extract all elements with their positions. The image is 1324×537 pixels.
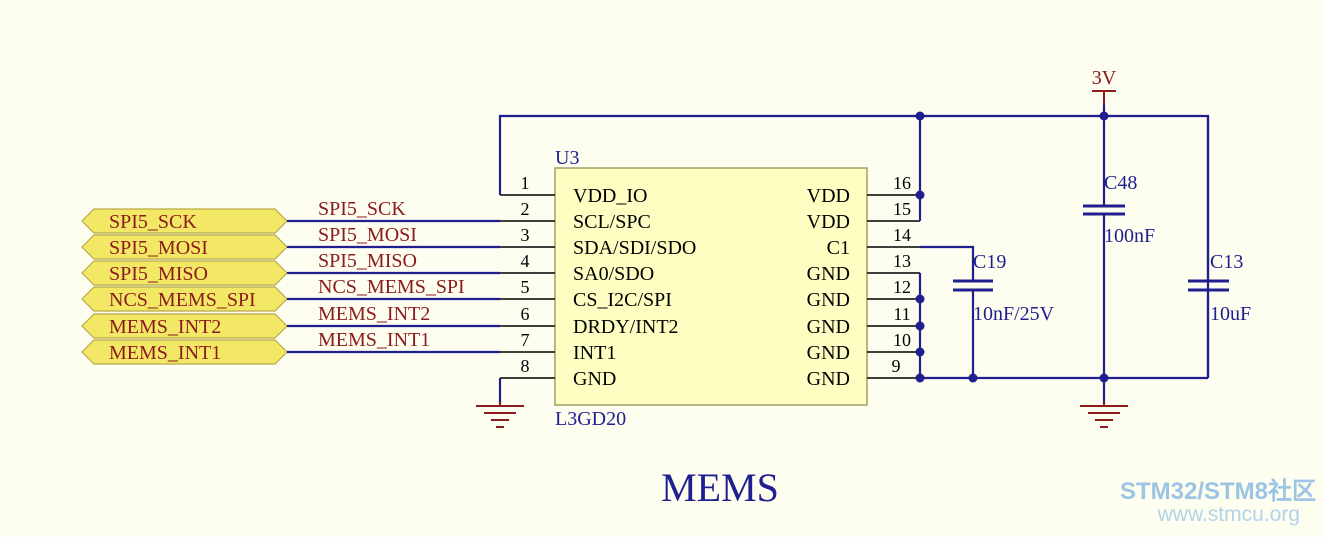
pin-number: 1 bbox=[521, 173, 530, 193]
left-pin-7: 7 INT1 bbox=[500, 330, 616, 364]
pin-name: VDD bbox=[807, 211, 850, 233]
pin-name: SCL/SPC bbox=[573, 211, 651, 233]
pin-number: 4 bbox=[521, 251, 530, 271]
pin-number: 10 bbox=[893, 330, 911, 350]
pin-name: GND bbox=[807, 342, 850, 364]
right-pin-16: 16 VDD bbox=[807, 173, 920, 207]
chip-part: L3GD20 bbox=[555, 408, 626, 430]
pin-number: 12 bbox=[893, 277, 911, 297]
pin-number: 15 bbox=[893, 199, 911, 219]
pin-name: DRDY/INT2 bbox=[573, 316, 679, 338]
pin-name: VDD_IO bbox=[573, 185, 647, 207]
right-pin-9: 9 GND bbox=[807, 356, 920, 390]
pin-number: 3 bbox=[521, 225, 530, 245]
pin-number: 8 bbox=[521, 356, 530, 376]
right-pin-15: 15 VDD bbox=[807, 199, 920, 233]
pin-number: 11 bbox=[893, 304, 910, 324]
ground-symbol bbox=[1080, 402, 1128, 428]
left-pin-3: 3 SDA/SDI/SDO bbox=[500, 225, 696, 259]
junctions bbox=[915, 111, 1109, 383]
pin-number: 9 bbox=[892, 356, 901, 376]
pin-name: SA0/SDO bbox=[573, 263, 654, 285]
port-label: MEMS_INT1 bbox=[109, 342, 221, 364]
right-pin-14: 14 C1 bbox=[827, 225, 920, 259]
pin-name: VDD bbox=[807, 185, 850, 207]
watermark-logo: STM32/STM8社区 bbox=[1120, 477, 1316, 505]
cap-value: 100nF bbox=[1104, 225, 1155, 247]
net-label: SPI5_SCK bbox=[318, 198, 406, 220]
left-pin-5: 5 CS_I2C/SPI bbox=[500, 277, 672, 311]
pin-number: 6 bbox=[521, 304, 530, 324]
pin-number: 14 bbox=[893, 225, 911, 245]
chip-body bbox=[554, 167, 868, 406]
port-ncs-mems-spi[interactable]: NCS_MEMS_SPI bbox=[81, 286, 288, 312]
pin-name: CS_I2C/SPI bbox=[573, 289, 672, 311]
net-label: MEMS_INT1 bbox=[318, 329, 430, 351]
signal-wires bbox=[287, 219, 500, 354]
right-pin-13: 13 GND bbox=[807, 251, 920, 285]
pin-number: 7 bbox=[521, 330, 530, 350]
net-label: SPI5_MOSI bbox=[318, 224, 417, 246]
left-pin-8: 8 GND bbox=[500, 356, 616, 390]
net-label: SPI5_MISO bbox=[318, 250, 417, 272]
pin-name: C1 bbox=[827, 237, 850, 259]
pin-number: 16 bbox=[893, 173, 911, 193]
cap-ref: C48 bbox=[1104, 172, 1137, 194]
ground-symbol bbox=[476, 402, 524, 428]
right-pin-12: 12 GND bbox=[807, 277, 920, 311]
pin-name: GND bbox=[807, 289, 850, 311]
port-spi5-miso[interactable]: SPI5_MISO bbox=[81, 260, 288, 286]
port-label: SPI5_MOSI bbox=[109, 237, 208, 259]
cap-ref: C19 bbox=[973, 251, 1006, 273]
pin-name: INT1 bbox=[573, 342, 616, 364]
power-symbol-3v: 3V bbox=[1092, 67, 1117, 105]
pin-name: GND bbox=[807, 316, 850, 338]
port-label: SPI5_SCK bbox=[109, 211, 197, 233]
pin-name: GND bbox=[807, 368, 850, 390]
port-mems-int1[interactable]: MEMS_INT1 bbox=[81, 339, 288, 365]
left-pin-2: 2 SCL/SPC bbox=[500, 199, 651, 233]
pin-number: 2 bbox=[521, 199, 530, 219]
port-spi5-sck[interactable]: SPI5_SCK bbox=[81, 208, 288, 234]
cap-ref: C13 bbox=[1210, 251, 1243, 273]
port-label: MEMS_INT2 bbox=[109, 316, 221, 338]
left-pin-4: 4 SA0/SDO bbox=[500, 251, 654, 285]
capacitor-c13: C13 10uF bbox=[1188, 251, 1251, 325]
sheet-title: MEMS bbox=[661, 465, 779, 510]
right-pin-11: 11 GND bbox=[807, 304, 920, 338]
capacitor-c19: C19 10nF/25V bbox=[953, 251, 1055, 325]
chip-ref: U3 bbox=[555, 147, 579, 169]
right-pin-10: 10 GND bbox=[807, 330, 920, 364]
power-label: 3V bbox=[1092, 67, 1117, 89]
net-label: NCS_MEMS_SPI bbox=[318, 276, 465, 298]
cap-value: 10nF/25V bbox=[973, 303, 1055, 325]
port-mems-int2[interactable]: MEMS_INT2 bbox=[81, 313, 288, 339]
watermark-url: www.stmcu.org bbox=[1157, 503, 1300, 526]
pin-number: 13 bbox=[893, 251, 911, 271]
pin-name: GND bbox=[573, 368, 616, 390]
port-spi5-mosi[interactable]: SPI5_MOSI bbox=[81, 234, 288, 260]
pin-number: 5 bbox=[521, 277, 530, 297]
cap-value: 10uF bbox=[1210, 303, 1251, 325]
pin-name: GND bbox=[807, 263, 850, 285]
capacitor-c48: C48 100nF bbox=[1083, 172, 1155, 247]
port-label: NCS_MEMS_SPI bbox=[109, 289, 256, 311]
left-pin-6: 6 DRDY/INT2 bbox=[500, 304, 679, 338]
pin-name: SDA/SDI/SDO bbox=[573, 237, 696, 259]
port-label: SPI5_MISO bbox=[109, 263, 208, 285]
net-label: MEMS_INT2 bbox=[318, 303, 430, 325]
left-pin-1: 1 VDD_IO bbox=[500, 173, 647, 207]
